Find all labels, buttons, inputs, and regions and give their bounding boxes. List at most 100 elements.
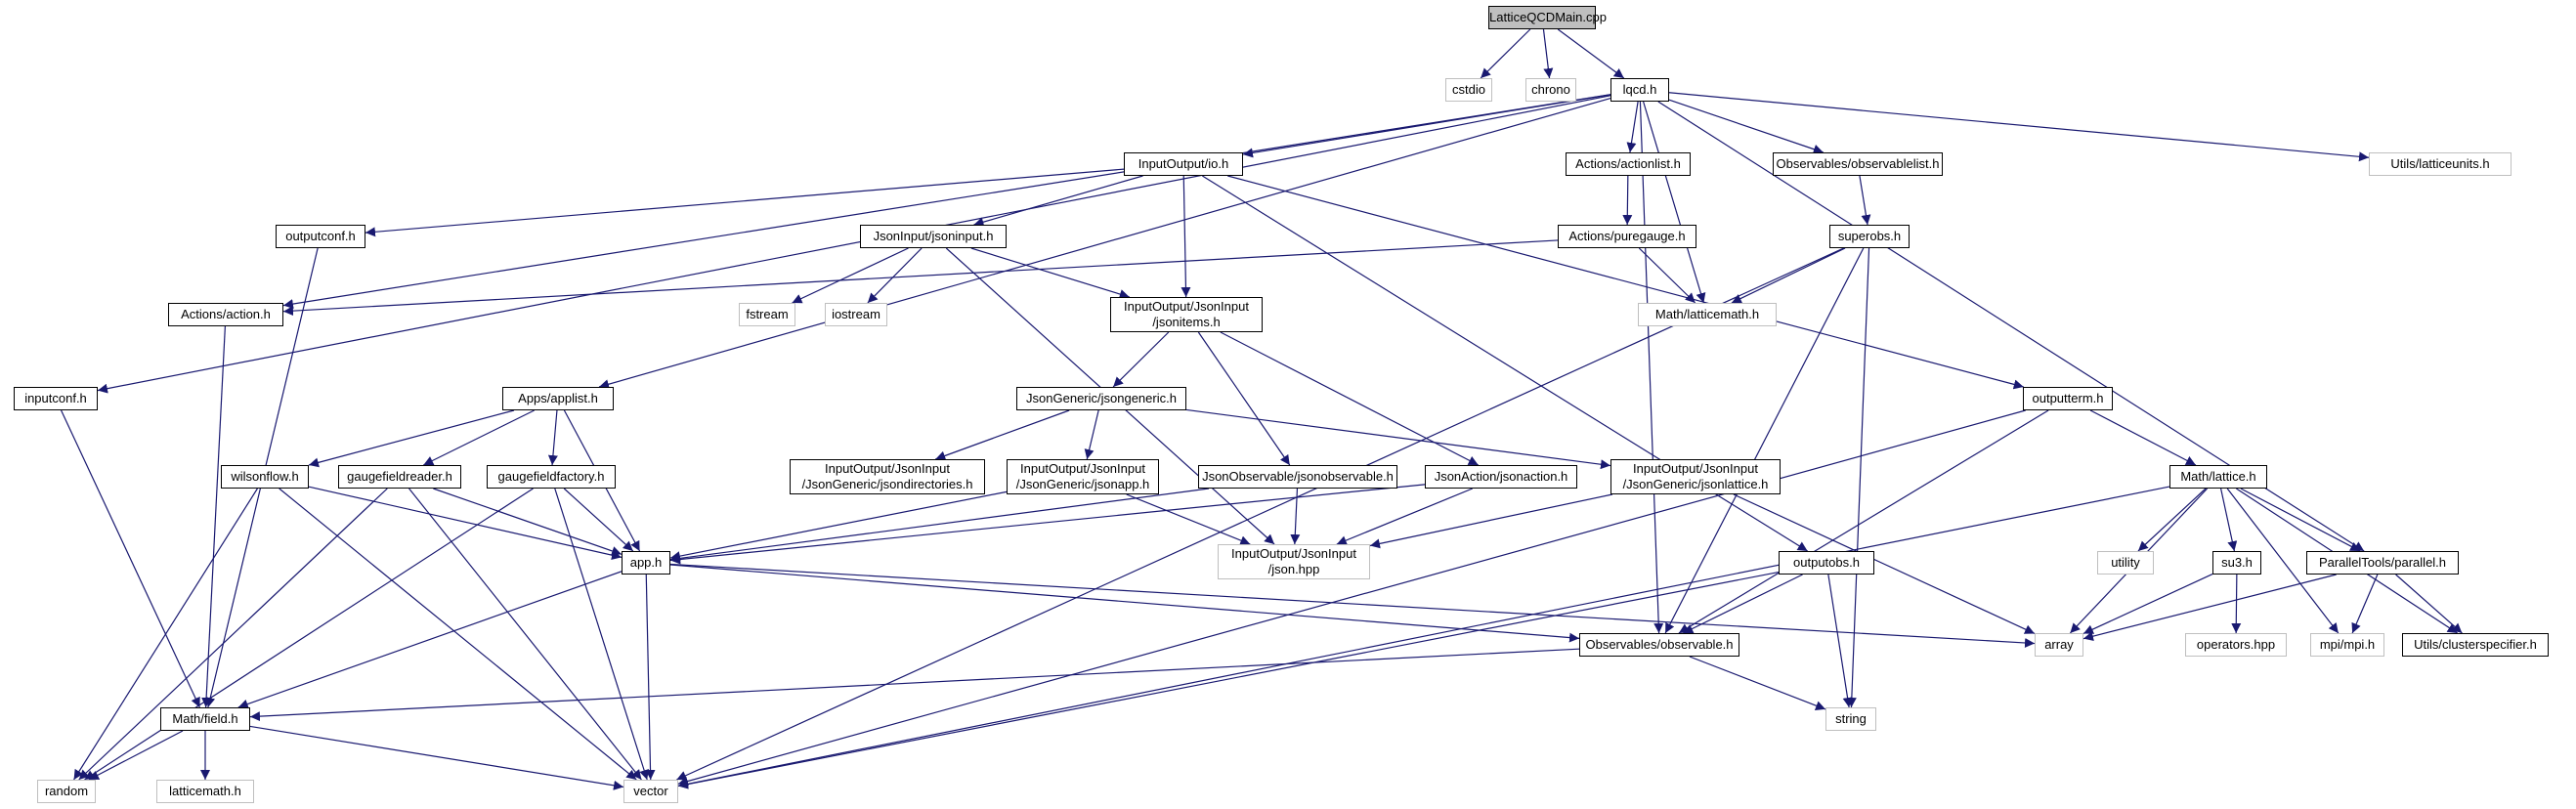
node-array[interactable]: array bbox=[2035, 633, 2083, 657]
node-io-h[interactable]: InputOutput/io.h bbox=[1124, 152, 1243, 176]
node-iostream[interactable]: iostream bbox=[825, 303, 887, 326]
node-label: cstdio bbox=[1452, 82, 1485, 97]
node-label: superobs.h bbox=[1837, 229, 1902, 243]
node-chrono[interactable]: chrono bbox=[1525, 78, 1576, 102]
edge-gffactory-to-app bbox=[563, 488, 634, 552]
node-jsoninput-h[interactable]: JsonInput/jsoninput.h bbox=[860, 225, 1007, 248]
node-gaugefieldfactory-h[interactable]: gaugefieldfactory.h bbox=[487, 465, 616, 489]
node-su3-h[interactable]: su3.h bbox=[2212, 551, 2261, 575]
edge-superobs-to-mlatticemath bbox=[1731, 247, 1846, 304]
node-gaugefieldreader-h[interactable]: gaugefieldreader.h bbox=[338, 465, 461, 489]
node-fstream[interactable]: fstream bbox=[739, 303, 795, 326]
edge-wilsonflow-to-app bbox=[308, 486, 623, 561]
node-utility[interactable]: utility bbox=[2097, 551, 2154, 575]
node-outputobs-h[interactable]: outputobs.h bbox=[1779, 551, 1874, 575]
node-math-latticemath-h[interactable]: Math/latticemath.h bbox=[1638, 303, 1777, 326]
node-label-line: /JsonGeneric/jsondirectories.h bbox=[801, 477, 973, 491]
node-label: JsonInput/jsoninput.h bbox=[873, 229, 994, 243]
edge-app-to-array bbox=[669, 563, 2036, 648]
edge-lqcd-to-mlatticemath bbox=[1643, 101, 1706, 304]
node-cstdio[interactable]: cstdio bbox=[1445, 78, 1492, 102]
node-app-h[interactable]: app.h bbox=[622, 551, 670, 575]
edge-lqcd-to-action bbox=[282, 94, 1611, 309]
node-outputconf-h[interactable]: outputconf.h bbox=[276, 225, 365, 248]
node-latticeqcdmain-cpp[interactable]: LatticeQCDMain.cpp bbox=[1488, 6, 1607, 29]
node-jsonlattice-h[interactable]: InputOutput/JsonInput/JsonGeneric/jsonla… bbox=[1610, 459, 1781, 494]
node-json-hpp[interactable]: InputOutput/JsonInput/json.hpp bbox=[1218, 544, 1370, 579]
edge-wilsonflow-to-random bbox=[73, 488, 258, 781]
edge-lqcd-to-actionlist bbox=[1626, 101, 1639, 153]
node-jsondirectories-h[interactable]: InputOutput/JsonInput/JsonGeneric/jsondi… bbox=[790, 459, 985, 494]
node-label: su3.h bbox=[2221, 555, 2253, 570]
node-label: Actions/action.h bbox=[181, 307, 271, 321]
edge-outputobs-to-string bbox=[1827, 574, 1853, 708]
node-mpi-h[interactable]: mpi/mpi.h bbox=[2310, 633, 2384, 657]
node-jsonaction-h[interactable]: JsonAction/jsonaction.h bbox=[1425, 465, 1577, 489]
node-outputterm-h[interactable]: outputterm.h bbox=[2023, 387, 2113, 410]
node-inputconf-h[interactable]: inputconf.h bbox=[14, 387, 98, 410]
node-label: app.h bbox=[629, 555, 663, 570]
node-label: Actions/puregauge.h bbox=[1568, 229, 1686, 243]
node-label: wilsonflow.h bbox=[231, 469, 299, 484]
edge-action-to-mathfield bbox=[201, 325, 226, 708]
node-observable-h[interactable]: Observables/observable.h bbox=[1579, 633, 1739, 657]
node-wilsonflow-h[interactable]: wilsonflow.h bbox=[221, 465, 309, 489]
node-random[interactable]: random bbox=[37, 780, 96, 803]
node-latticemath-h[interactable]: latticemath.h bbox=[156, 780, 254, 803]
node-label: Math/field.h bbox=[172, 711, 238, 726]
node-label: Observables/observable.h bbox=[1585, 637, 1734, 652]
edge-parallel-to-clusterspec bbox=[2395, 574, 2463, 634]
node-vector[interactable]: vector bbox=[623, 780, 678, 803]
node-math-field-h[interactable]: Math/field.h bbox=[160, 707, 250, 731]
node-operators-hpp[interactable]: operators.hpp bbox=[2185, 633, 2287, 657]
node-jsonitems-h[interactable]: InputOutput/JsonInput/jsonitems.h bbox=[1110, 297, 1263, 332]
node-label: Observables/observablelist.h bbox=[1776, 156, 1940, 171]
node-label: outputterm.h bbox=[2032, 391, 2104, 405]
node-jsonobservable-h[interactable]: JsonObservable/jsonobservable.h bbox=[1198, 465, 1397, 489]
edge-lqcd-to-observablelist bbox=[1668, 99, 1824, 154]
node-label: inputconf.h bbox=[24, 391, 87, 405]
node-label: latticemath.h bbox=[169, 784, 241, 798]
edge-gfreader-to-random bbox=[78, 488, 388, 781]
node-string[interactable]: string bbox=[1825, 707, 1876, 731]
edge-lqcd-to-observable bbox=[1639, 101, 1664, 634]
node-clusterspecifier-h[interactable]: Utils/clusterspecifier.h bbox=[2402, 633, 2549, 657]
node-label: JsonGeneric/jsongeneric.h bbox=[1026, 391, 1177, 405]
edge-io-to-outputterm bbox=[1227, 175, 2024, 390]
node-action-h[interactable]: Actions/action.h bbox=[168, 303, 283, 326]
node-label: gaugefieldreader.h bbox=[347, 469, 452, 484]
node-latticeunits-h[interactable]: Utils/latticeunits.h bbox=[2369, 152, 2512, 176]
node-applist-h[interactable]: Apps/applist.h bbox=[502, 387, 614, 410]
edge-jsonapp-to-jsonhpp bbox=[1126, 493, 1251, 545]
node-jsongeneric-h[interactable]: JsonGeneric/jsongeneric.h bbox=[1016, 387, 1186, 410]
edge-jsonlattice-to-array bbox=[1733, 493, 2036, 634]
edge-app-to-vector bbox=[645, 574, 656, 781]
node-jsonapp-h[interactable]: InputOutput/JsonInput/JsonGeneric/jsonap… bbox=[1007, 459, 1159, 494]
edge-root-to-chrono bbox=[1542, 28, 1554, 79]
edge-jsoninput-to-iostream bbox=[867, 247, 923, 304]
node-label: InputOutput/io.h bbox=[1138, 156, 1229, 171]
node-actionlist-h[interactable]: Actions/actionlist.h bbox=[1566, 152, 1691, 176]
edge-io-to-outputconf bbox=[365, 168, 1125, 237]
node-label: fstream bbox=[746, 307, 789, 321]
node-label: JsonAction/jsonaction.h bbox=[1434, 469, 1568, 484]
node-superobs-h[interactable]: superobs.h bbox=[1829, 225, 1910, 248]
edge-jsongeneric-to-jsonlattice bbox=[1185, 408, 1611, 470]
node-label: chrono bbox=[1531, 82, 1570, 97]
edge-gffactory-to-vector bbox=[554, 488, 649, 781]
edge-outputobs-to-vector bbox=[677, 571, 1780, 789]
edge-mathfield-to-vector bbox=[249, 725, 624, 790]
edge-app-to-observable bbox=[669, 564, 1580, 643]
edge-io-to-outputobs bbox=[1202, 175, 1808, 552]
node-label: Apps/applist.h bbox=[518, 391, 598, 405]
node-lqcd-h[interactable]: lqcd.h bbox=[1610, 78, 1669, 102]
node-observablelist-h[interactable]: Observables/observablelist.h bbox=[1773, 152, 1943, 176]
edge-root-to-cstdio bbox=[1480, 28, 1531, 79]
node-puregauge-h[interactable]: Actions/puregauge.h bbox=[1558, 225, 1696, 248]
edge-puregauge-to-mlatticemath bbox=[1638, 247, 1696, 304]
node-math-lattice-h[interactable]: Math/lattice.h bbox=[2169, 465, 2267, 489]
node-label: utility bbox=[2111, 555, 2140, 570]
edge-jsonaction-to-app bbox=[669, 484, 1426, 565]
node-parallel-h[interactable]: ParallelTools/parallel.h bbox=[2306, 551, 2459, 575]
node-label-line: InputOutput/JsonInput bbox=[1633, 461, 1758, 476]
